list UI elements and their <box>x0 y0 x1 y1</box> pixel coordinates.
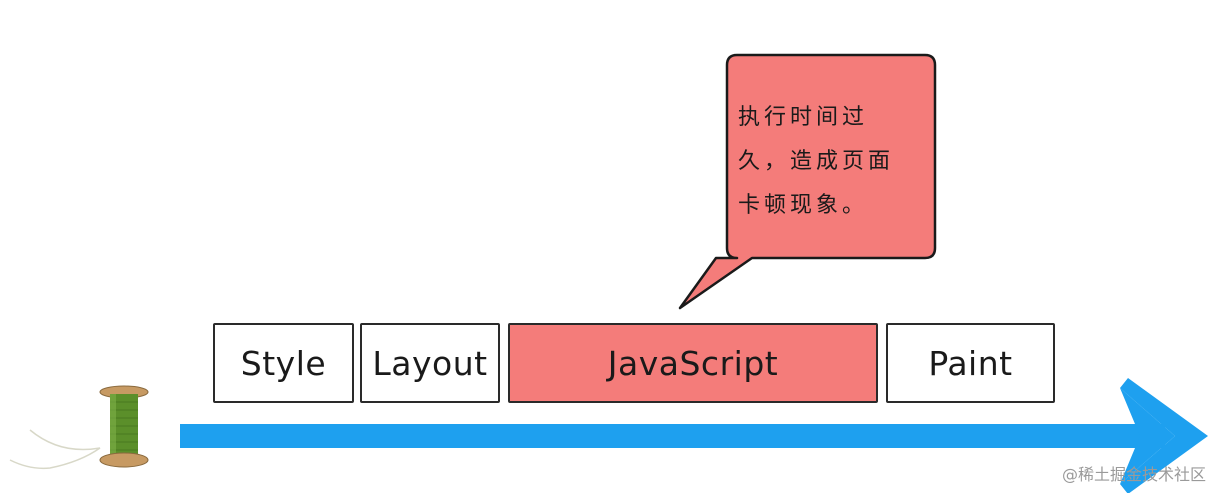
stage-layout: Layout <box>360 323 500 403</box>
timeline-arrow <box>180 378 1208 493</box>
stage-javascript: JavaScript <box>508 323 878 403</box>
callout-text: 执行时间过 久，造成页面 卡顿现象。 <box>738 105 895 218</box>
thread-spool-icon <box>9 385 149 470</box>
stage-paint: Paint <box>886 323 1055 403</box>
watermark: @稀土掘金技术社区 <box>1061 465 1206 484</box>
callout-bubble <box>678 53 937 310</box>
stage-style: Style <box>213 323 354 403</box>
